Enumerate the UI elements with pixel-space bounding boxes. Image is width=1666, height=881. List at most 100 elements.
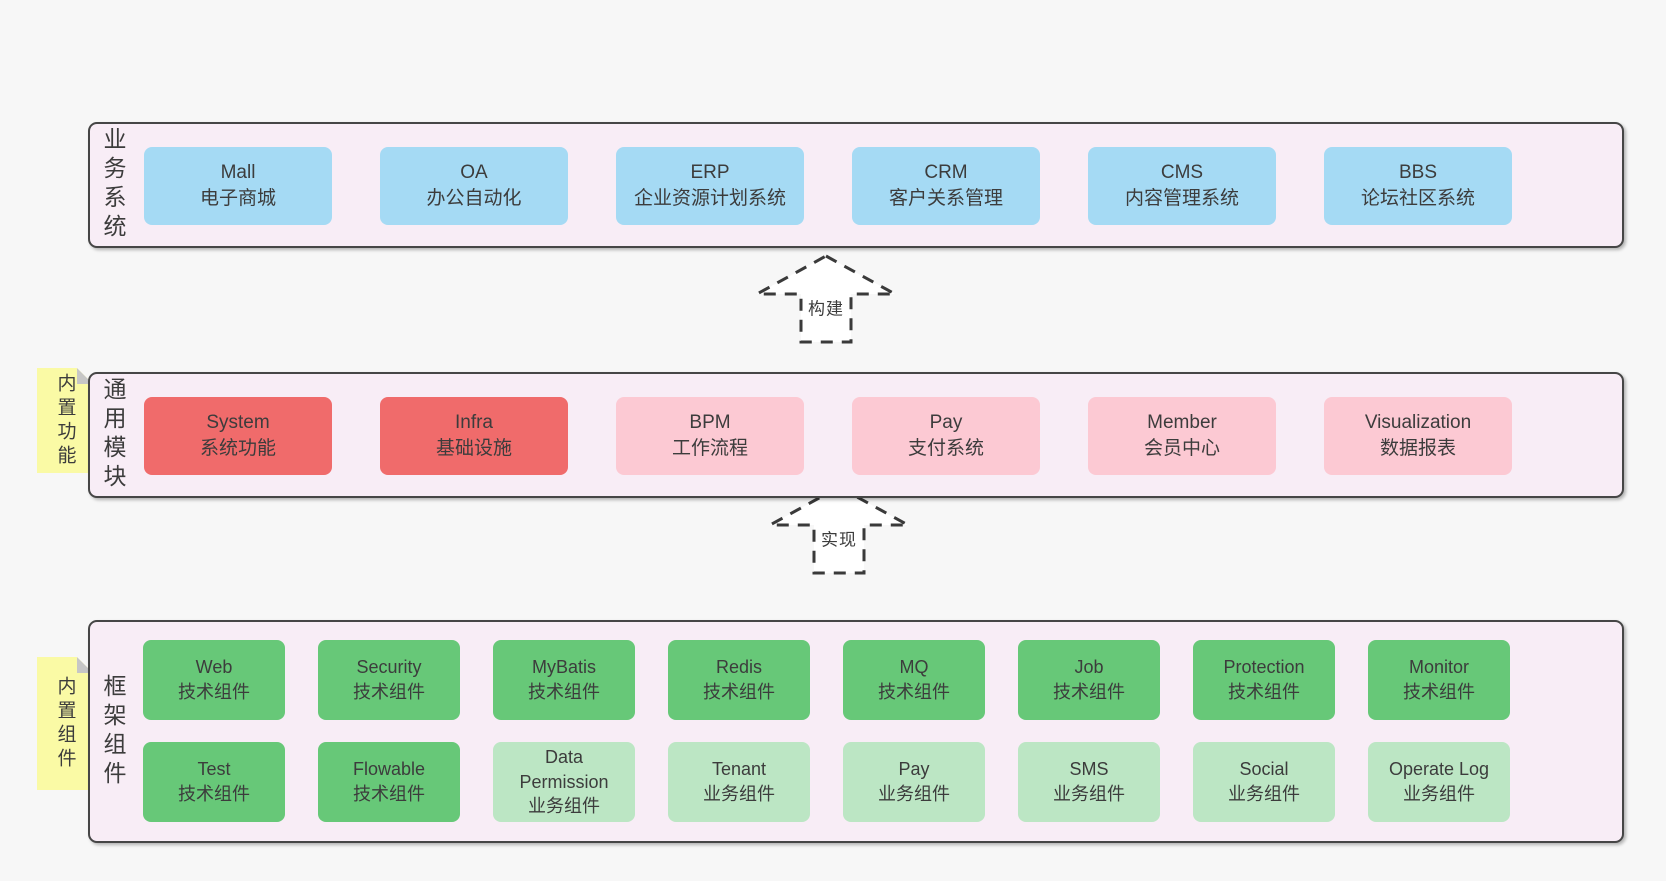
node-subtitle: 技术组件 (528, 682, 600, 702)
node-subtitle: 系统功能 (199, 438, 276, 459)
node-title: Infra (454, 411, 494, 433)
build-arrow: 构建 (751, 252, 901, 346)
node-sms: SMS 业务组件 (1018, 742, 1160, 822)
node-subtitle: 内容管理系统 (1124, 188, 1239, 209)
node-title: Protection (1223, 657, 1305, 678)
node-bbs: BBS 论坛社区系统 (1324, 147, 1512, 225)
node-subtitle: 业务组件 (878, 784, 950, 804)
node-subtitle: 工作流程 (671, 438, 748, 459)
node-subtitle: 业务组件 (528, 796, 600, 817)
layer-modules-label: 通用模块 (100, 377, 126, 493)
node-title: Visualization (1364, 411, 1472, 433)
node-title: MyBatis (531, 657, 596, 678)
sticky-note-built-in-components: 内置组件 (37, 657, 93, 790)
node-subtitle: 技术组件 (1228, 682, 1300, 702)
node-security: Security 技术组件 (318, 640, 460, 720)
layer-business-label: 业务系统 (100, 127, 126, 243)
node-title: CMS (1160, 161, 1204, 183)
node-protection: Protection 技术组件 (1193, 640, 1335, 720)
node-pay-component: Pay 业务组件 (843, 742, 985, 822)
node-title: Monitor (1408, 657, 1470, 678)
business-box-row: Mall 电子商城 OA 办公自动化 ERP 企业资源计划系统 CRM 客户关系… (144, 147, 1512, 225)
node-visualization: Visualization 数据报表 (1324, 397, 1512, 475)
node-redis: Redis 技术组件 (668, 640, 810, 720)
node-bpm: BPM 工作流程 (616, 397, 804, 475)
node-title: Operate Log (1388, 759, 1490, 780)
node-subtitle: 技术组件 (1403, 682, 1475, 702)
node-title: System (206, 411, 270, 433)
node-infra: Infra 基础设施 (380, 397, 568, 475)
node-title: BPM (689, 411, 731, 433)
node-subtitle: 论坛社区系统 (1360, 188, 1475, 209)
node-job: Job 技术组件 (1018, 640, 1160, 720)
node-member: Member 会员中心 (1088, 397, 1276, 475)
layer-common-modules: 通用模块 System 系统功能 Infra 基础设施 BPM 工作流程 Pay… (88, 372, 1624, 498)
components-box-row-1: Web 技术组件 Security 技术组件 MyBatis 技术组件 Redi… (143, 640, 1510, 720)
node-title: Data Permission (519, 746, 609, 792)
node-subtitle: 办公自动化 (426, 188, 522, 209)
node-subtitle: 业务组件 (703, 784, 775, 804)
node-title: CRM (924, 161, 968, 183)
node-title: Mall (220, 161, 256, 183)
node-monitor: Monitor 技术组件 (1368, 640, 1510, 720)
node-title: Pay (898, 759, 930, 780)
node-pay-system: Pay 支付系统 (852, 397, 1040, 475)
node-title: Web (195, 657, 233, 678)
node-test: Test 技术组件 (143, 742, 285, 822)
node-subtitle: 会员中心 (1143, 438, 1220, 459)
node-subtitle: 业务组件 (1403, 784, 1475, 804)
components-box-row-2: Test 技术组件 Flowable 技术组件 Data Permission … (143, 742, 1510, 822)
node-subtitle: 技术组件 (178, 784, 250, 804)
build-arrow-label: 构建 (805, 293, 847, 321)
layer-framework-components: 框架组件 Web 技术组件 Security 技术组件 MyBatis 技术组件… (88, 620, 1624, 843)
node-title: Tenant (711, 759, 767, 780)
node-subtitle: 技术组件 (1053, 682, 1125, 702)
node-erp: ERP 企业资源计划系统 (616, 147, 804, 225)
layer-components-label: 框架组件 (100, 673, 126, 790)
node-subtitle: 技术组件 (353, 784, 425, 804)
node-title: Social (1239, 759, 1289, 780)
note-text: 内置组件 (54, 675, 76, 772)
node-system: System 系统功能 (144, 397, 332, 475)
sticky-note-built-in-features: 内置功能 (37, 368, 93, 473)
node-title: MQ (899, 657, 929, 678)
node-web: Web 技术组件 (143, 640, 285, 720)
node-subtitle: 客户关系管理 (888, 188, 1003, 209)
node-subtitle: 企业资源计划系统 (633, 188, 786, 209)
node-subtitle: 业务组件 (1053, 784, 1125, 804)
node-subtitle: 业务组件 (1228, 784, 1300, 804)
implement-arrow: 实现 (764, 483, 914, 577)
node-mybatis: MyBatis 技术组件 (493, 640, 635, 720)
node-subtitle: 技术组件 (703, 682, 775, 702)
node-subtitle: 技术组件 (878, 682, 950, 702)
node-title: OA (460, 161, 488, 183)
node-mall: Mall 电子商城 (144, 147, 332, 225)
node-title: Security (356, 657, 422, 678)
node-mq: MQ 技术组件 (843, 640, 985, 720)
implement-arrow-label: 实现 (818, 524, 860, 552)
node-title: Redis (715, 657, 763, 678)
node-title: Member (1147, 411, 1217, 433)
node-title: BBS (1398, 161, 1438, 183)
node-subtitle: 支付系统 (907, 438, 984, 459)
node-tenant: Tenant 业务组件 (668, 742, 810, 822)
layer-business-systems: 业务系统 Mall 电子商城 OA 办公自动化 ERP 企业资源计划系统 CRM… (88, 122, 1624, 248)
node-social: Social 业务组件 (1193, 742, 1335, 822)
node-title: ERP (690, 161, 730, 183)
node-operate-log: Operate Log 业务组件 (1368, 742, 1510, 822)
node-oa: OA 办公自动化 (380, 147, 568, 225)
node-crm: CRM 客户关系管理 (852, 147, 1040, 225)
node-subtitle: 技术组件 (353, 682, 425, 702)
node-flowable: Flowable 技术组件 (318, 742, 460, 822)
modules-box-row: System 系统功能 Infra 基础设施 BPM 工作流程 Pay 支付系统… (144, 397, 1512, 475)
node-title: Flowable (352, 759, 426, 780)
node-subtitle: 数据报表 (1379, 438, 1456, 459)
node-title: SMS (1069, 759, 1109, 780)
node-subtitle: 电子商城 (199, 188, 276, 209)
node-title: Pay (929, 411, 963, 433)
node-cms: CMS 内容管理系统 (1088, 147, 1276, 225)
note-text: 内置功能 (54, 372, 76, 469)
node-title: Test (197, 759, 231, 780)
node-subtitle: 技术组件 (178, 682, 250, 702)
node-title: Job (1074, 657, 1104, 678)
